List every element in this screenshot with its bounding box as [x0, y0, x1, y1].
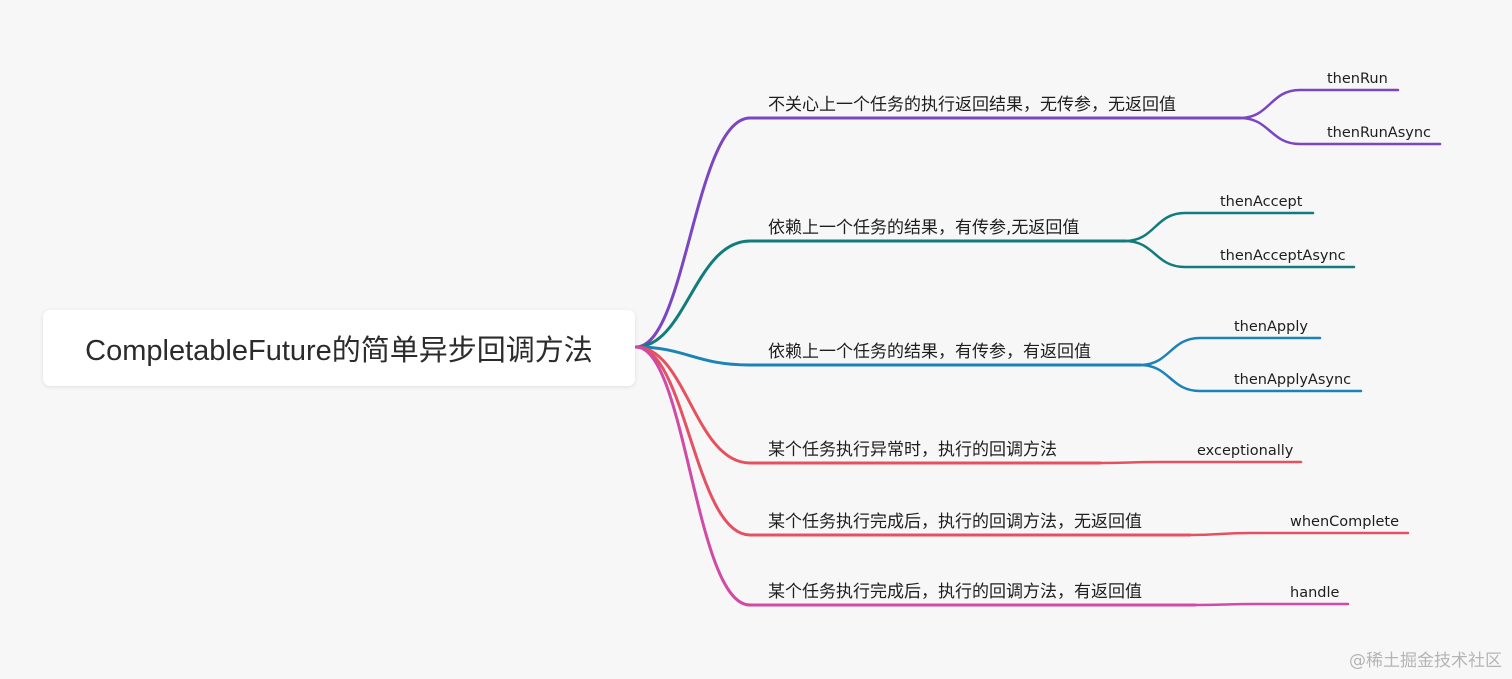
leaf-connector [1138, 336, 1322, 367]
branch-connector [634, 345, 1192, 537]
leaf-label-thenacceptasync[interactable]: thenAcceptAsync [1220, 247, 1346, 264]
leaf-connector [1098, 460, 1303, 465]
leaf-label-thenrunasync[interactable]: thenRunAsync [1327, 124, 1432, 141]
branch-label[interactable]: 某个任务执行完成后，执行的回调方法，有返回值 [768, 582, 1142, 602]
leaf-connector [1188, 531, 1410, 537]
branch-connector [634, 345, 1142, 367]
leaf-label-exceptionally[interactable]: exceptionally [1197, 442, 1294, 459]
leaf-connector [1123, 211, 1315, 243]
branch-label[interactable]: 某个任务执行完成后，执行的回调方法，无返回值 [768, 512, 1142, 532]
leaf-label-handle[interactable]: handle [1290, 584, 1340, 601]
root-label: CompletableFuture的简单异步回调方法 [85, 335, 593, 367]
leaf-connector [1238, 88, 1400, 120]
branch-connector [634, 345, 1197, 607]
leaf-label-thenapplyasync[interactable]: thenApplyAsync [1234, 371, 1352, 388]
leaf-connector [1138, 363, 1363, 393]
root-node[interactable]: CompletableFuture的简单异步回调方法 [43, 310, 635, 386]
leaf-connector [1123, 239, 1356, 269]
branch-label[interactable]: 某个任务执行异常时，执行的回调方法 [768, 440, 1057, 460]
leaf-label-thenapply[interactable]: thenApply [1234, 318, 1308, 335]
branch-connector [634, 116, 1242, 349]
branch-connector [634, 239, 1127, 349]
branch-label[interactable]: 依赖上一个任务的结果，有传参,无返回值 [768, 218, 1080, 238]
branch-connector [634, 345, 1102, 465]
leaf-label-whencomplete[interactable]: whenComplete [1290, 513, 1400, 530]
leaf-connector [1238, 116, 1442, 146]
leaf-label-thenaccept[interactable]: thenAccept [1220, 193, 1303, 210]
branch-label[interactable]: 不关心上一个任务的执行返回结果，无传参，无返回值 [768, 95, 1176, 115]
branch-label[interactable]: 依赖上一个任务的结果，有传参，有返回值 [768, 342, 1091, 362]
leaf-label-thenrun[interactable]: thenRun [1327, 70, 1388, 87]
watermark-text: @稀土掘金技术社区 [1349, 651, 1502, 671]
leaf-connector [1193, 602, 1350, 607]
